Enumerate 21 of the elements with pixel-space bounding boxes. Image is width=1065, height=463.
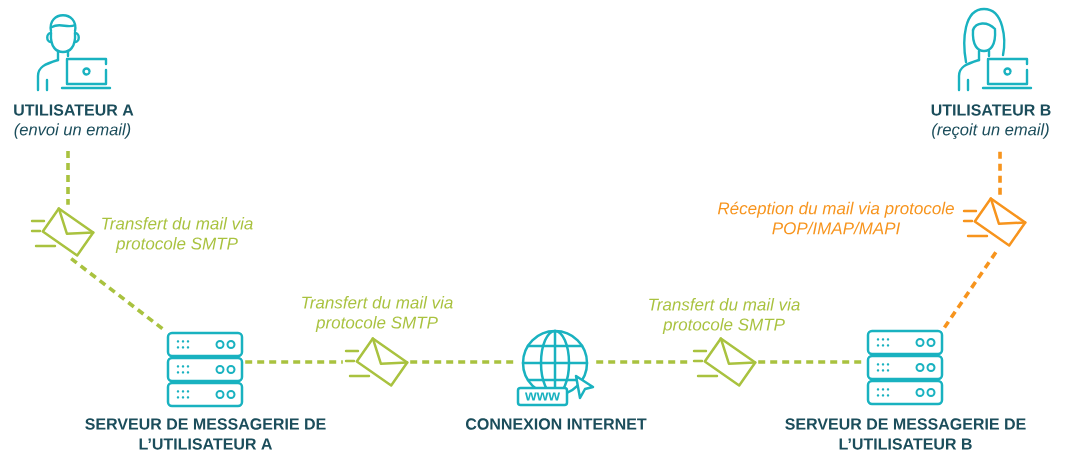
envelope-icon (692, 337, 757, 387)
envelope-icon (962, 197, 1027, 247)
server-label: SERVEUR DE MESSAGERIE DE L’UTILISATEUR A (85, 418, 326, 450)
dotted-line (245, 360, 343, 364)
server-label: SERVEUR DE MESSAGERIE DE L’UTILISATEUR B (785, 418, 1026, 450)
dotted-line (70, 257, 166, 332)
user-note: (reçoit un email) (932, 123, 1049, 139)
step-caption: Réception du mail via protocole POP/IMAP/MAPI (717, 201, 954, 235)
envelope-icon (344, 337, 409, 387)
user-name: UTILISATEUR A (14, 104, 134, 116)
dotted-line (998, 150, 1002, 195)
dotted-line (66, 150, 70, 205)
step-caption: Transfert du mail via protocole SMTP (102, 217, 253, 253)
dotted-line (410, 360, 514, 364)
user-note: (envoi un email) (14, 123, 131, 139)
dotted-line (943, 248, 1000, 329)
globe-label: CONNEXION INTERNET (466, 418, 647, 430)
step-caption: Transfert du mail via protocole SMTP (649, 298, 800, 334)
user-name: UTILISATEUR B (931, 104, 1051, 116)
step-caption: Transfert du mail via protocole SMTP (302, 296, 453, 332)
envelope-icon (30, 207, 95, 257)
